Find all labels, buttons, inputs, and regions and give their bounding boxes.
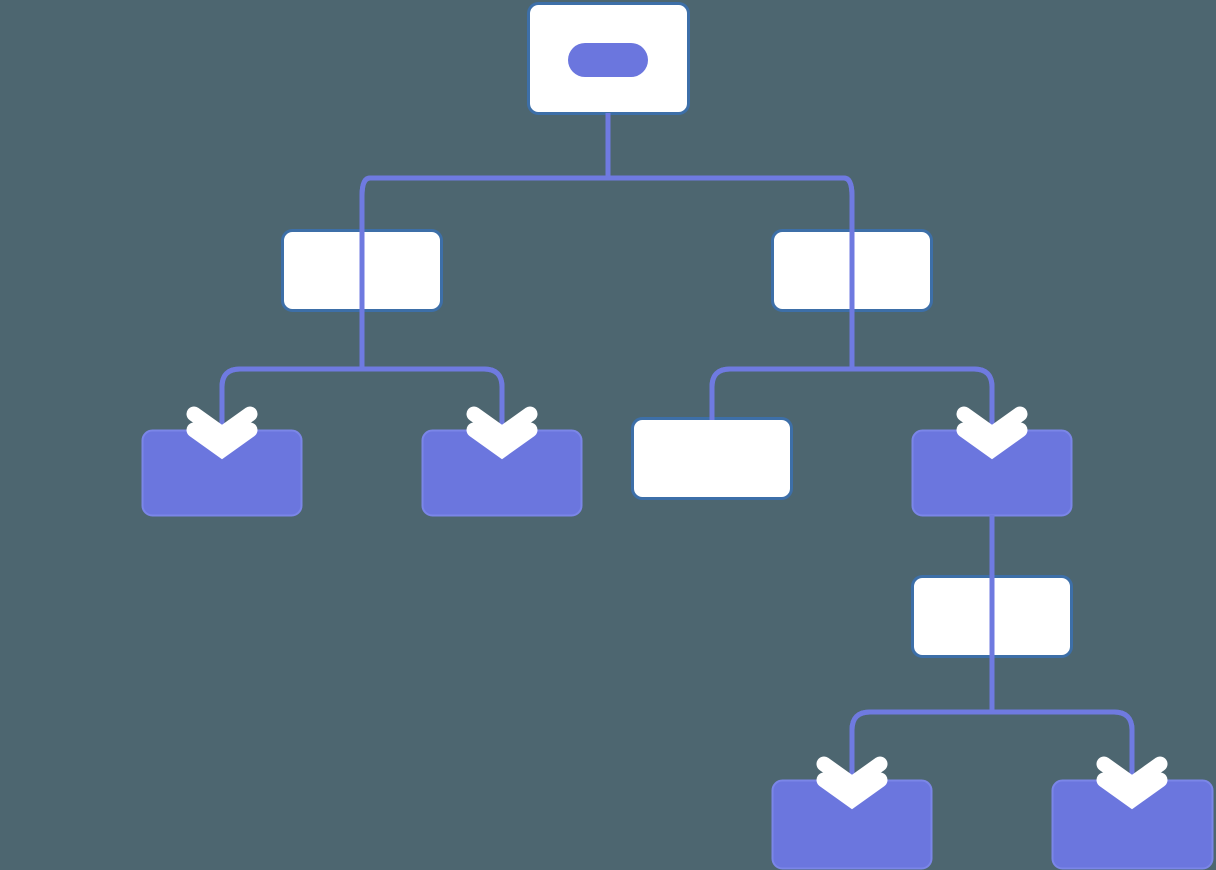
arrowhead-leaf-node-3-chevron-2 [956, 422, 1028, 460]
root-node-pill-label [568, 43, 648, 77]
edge-sub-to-leaf4-overlay [849, 709, 992, 782]
arrowhead-leaf-node-5-chevron-1 [1096, 756, 1168, 794]
edges-overlay-layer [219, 113, 1135, 782]
arrowhead-leaf-node-2-chevron-2 [466, 422, 538, 460]
arrowhead-leaf-node-4-chevron-2 [816, 772, 888, 810]
edge-sub-to-leaf5-overlay [992, 709, 1135, 782]
arrowhead-leaf-node-4-chevron-1 [816, 756, 888, 794]
arrowhead-leaf-node-5-chevron-2 [1096, 772, 1168, 810]
arrowhead-leaf-node-1-chevron-2 [186, 422, 258, 460]
root-node[interactable] [527, 2, 690, 115]
arrowhead-leaf-node-2-chevron-1 [466, 406, 538, 444]
terminal-white-node-shape[interactable] [631, 417, 793, 500]
edge-bus-to-right-overlay [359, 175, 608, 230]
terminal-white-node[interactable] [631, 417, 793, 500]
arrowhead-leaf-node-2 [466, 406, 538, 460]
arrowhead-leaf-node-3 [956, 406, 1028, 460]
arrowhead-leaf-node-1 [186, 406, 258, 460]
arrowhead-leaf-node-4 [816, 756, 888, 810]
arrowhead-leaf-node-5 [1096, 756, 1168, 810]
edge-bus-to-left-overlay [608, 175, 855, 230]
arrowhead-leaf-node-1-chevron-1 [186, 406, 258, 444]
edge-left-to-leaf2-overlay [362, 366, 505, 432]
edge-right-to-white-overlay [709, 366, 852, 420]
edge-right-to-leaf3-overlay [852, 366, 995, 432]
arrowheads-layer [186, 406, 1168, 810]
arrowhead-leaf-node-3-chevron-1 [956, 406, 1028, 444]
edge-left-to-leaf1-overlay [219, 366, 362, 432]
